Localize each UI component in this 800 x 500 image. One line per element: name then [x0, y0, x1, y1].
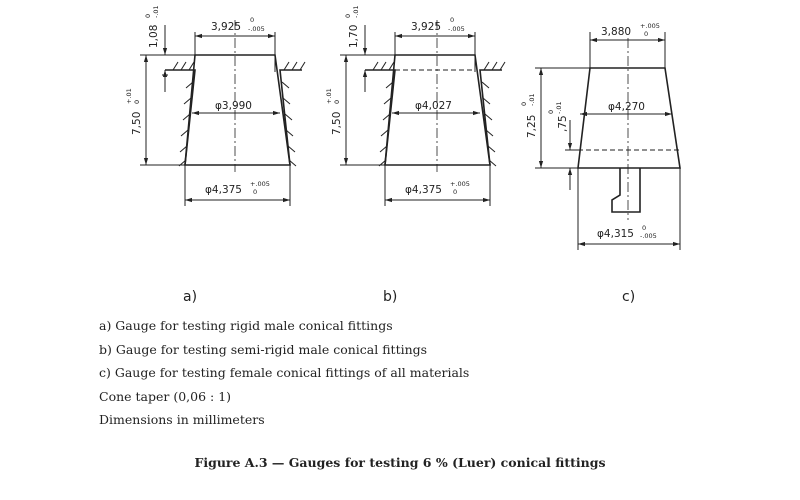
gauge-a-top-dia: 3,925: [211, 21, 241, 33]
gauge-b-base-tol-up: +.005: [450, 180, 470, 188]
gauge-a: 3,925 0 -.005 1,08 0 -.01 7,50 +.01 0 φ3…: [125, 5, 306, 305]
caption-units: Dimensions in millimeters: [99, 412, 265, 427]
gauge-b-top-tol-lo: -.005: [448, 25, 465, 33]
gauge-a-base-tol-up: +.005: [250, 180, 270, 188]
gauge-a-mid-dia: φ3,990: [215, 100, 252, 112]
gauge-c-top-tol-lo: 0: [644, 30, 648, 38]
gauge-a-label: a): [183, 289, 197, 305]
gauge-a-top-tol-up: 0: [250, 16, 254, 24]
gauge-c-height-tol-lo: -.01: [528, 93, 536, 106]
gauge-c: 3,880 +.005 0 7,25 0 -.01 ,75 0 -.01 φ4,…: [520, 22, 681, 305]
caption-a: a) Gauge for testing rigid male conical …: [99, 318, 393, 333]
gauge-c-label: c): [622, 289, 635, 305]
gauge-c-base-tol-lo: -.005: [640, 232, 657, 240]
gauge-c-height-tol-up: 0: [520, 102, 528, 106]
gauge-c-step-tol-lo: -.01: [555, 101, 563, 114]
gauge-a-top-tol-lo: -.005: [248, 25, 265, 33]
gauge-c-step-tol-up: 0: [547, 110, 555, 114]
technical-drawing: 3,925 0 -.005 1,08 0 -.01 7,50 +.01 0 φ3…: [125, 5, 681, 305]
gauge-c-base-dia: φ4,315: [597, 228, 634, 240]
gauge-b-height: 7,50: [331, 112, 343, 135]
gauge-a-base-dia: φ4,375: [205, 184, 242, 196]
gauge-a-step-tol-up: 0: [144, 14, 152, 18]
gauge-c-body: [577, 67, 681, 169]
gauge-a-step: 1,08: [148, 25, 160, 48]
gauge-b-step: 1,70: [348, 25, 360, 48]
gauge-a-height: 7,50: [131, 112, 143, 135]
gauge-a-height-tol-lo: 0: [133, 100, 141, 104]
caption-c: c) Gauge for testing female conical fitt…: [99, 365, 470, 380]
gauge-c-mid-dia: φ4,270: [608, 101, 645, 113]
gauge-c-base-tol-up: 0: [642, 224, 646, 232]
gauge-b-step-tol-lo: -.01: [352, 5, 360, 18]
figure-title: Figure A.3 — Gauges for testing 6 % (Lue…: [194, 455, 606, 470]
gauge-b-base-tol-lo: 0: [453, 188, 457, 196]
gauge-c-top-tol-up: +.005: [640, 22, 660, 30]
gauge-b-base-dia: φ4,375: [405, 184, 442, 196]
gauge-a-height-tol-up: +.01: [125, 88, 133, 104]
gauge-b-top-tol-up: 0: [450, 16, 454, 24]
gauge-c-stem: [611, 168, 641, 213]
caption-taper: Cone taper (0,06 : 1): [99, 389, 232, 404]
gauge-b-top-dia: 3,925: [411, 21, 441, 33]
gauge-b-height-tol-lo: 0: [333, 100, 341, 104]
gauge-c-height: 7,25: [526, 115, 538, 138]
gauge-b-step-tol-up: 0: [344, 14, 352, 18]
gauge-b-height-tol-up: +.01: [325, 88, 333, 104]
gauge-b-label: b): [383, 289, 397, 305]
gauge-a-base-tol-lo: 0: [253, 188, 257, 196]
gauge-b: 3,925 0 -.005 1,70 0 -.01 7,50 +.01 0 φ4…: [325, 5, 506, 305]
gauge-b-mid-dia: φ4,027: [415, 100, 452, 112]
gauge-c-top-dia: 3,880: [601, 26, 631, 38]
gauge-c-step: ,75: [557, 115, 569, 132]
caption-b: b) Gauge for testing semi-rigid male con…: [99, 342, 428, 357]
gauge-a-step-tol-lo: -.01: [152, 5, 160, 18]
